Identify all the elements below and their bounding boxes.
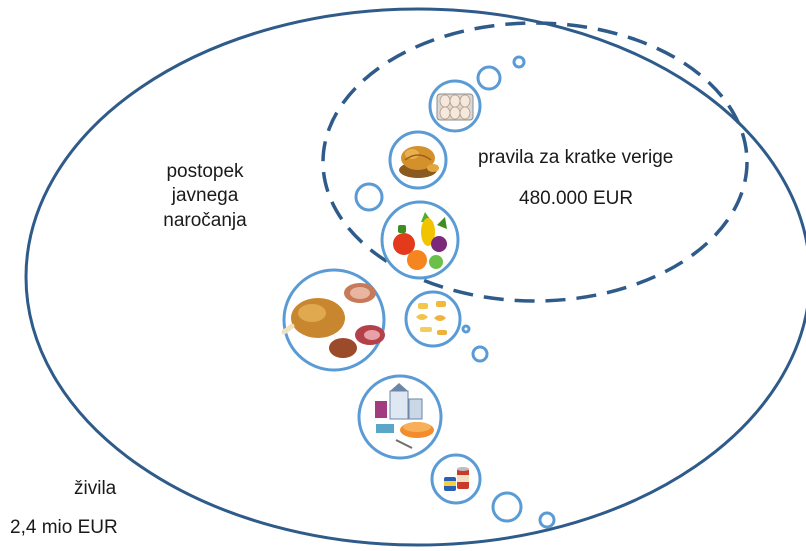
bread-icon (388, 130, 448, 190)
procurement-label-line: postopek (166, 161, 244, 182)
pasta-icon (404, 290, 462, 348)
short-chain-amount: 480.000 EUR (519, 188, 634, 209)
bubble-trail (354, 55, 556, 529)
procurement-label-line: javnega (171, 185, 239, 207)
eggs-icon (428, 79, 482, 133)
meat-poultry-icon (281, 268, 386, 372)
bubble (461, 324, 471, 334)
bubble (512, 55, 526, 69)
groceries-dairy-icon (357, 374, 443, 460)
procurement-label-line: naročanja (163, 209, 247, 231)
food-total-ellipse (24, 7, 806, 547)
food-label: živila (74, 478, 117, 499)
bubble (491, 491, 523, 523)
short-chain-label: pravila za kratke verige (478, 147, 674, 168)
bubble (354, 182, 384, 212)
canned-food-icon (430, 453, 482, 505)
bubble (538, 511, 556, 529)
bubble (476, 65, 502, 91)
bubble (471, 345, 489, 363)
short-chain-dashed-ellipse (321, 21, 749, 303)
procurement-label: postopek javnega naročanja (140, 160, 270, 233)
fruit-vegetables-icon (380, 200, 460, 280)
food-amount: 2,4 mio EUR (10, 517, 118, 538)
